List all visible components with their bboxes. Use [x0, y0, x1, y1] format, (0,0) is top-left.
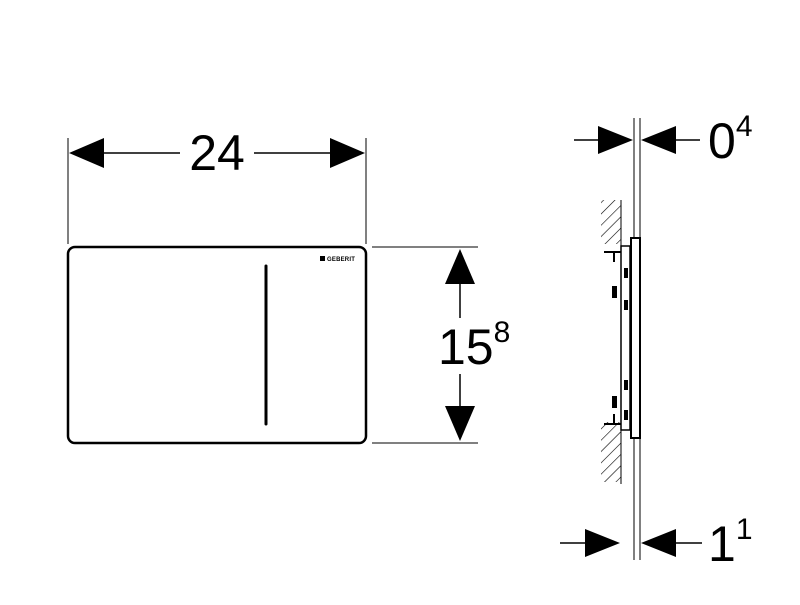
brand-logo: GEBERIT	[320, 256, 355, 263]
arrowhead-right	[330, 138, 365, 168]
arrowhead-bottom-left-pointing	[641, 529, 676, 557]
arrowhead-top-left-pointing	[641, 126, 676, 154]
clip-detail-top	[612, 286, 617, 298]
clip-detail-d	[624, 410, 628, 420]
bottom-thickness-label: 11	[708, 513, 753, 572]
brand-logo-icon	[320, 256, 325, 261]
clip-detail-mid	[612, 396, 617, 408]
wall-hatch-top	[601, 200, 621, 244]
clip-detail-b	[624, 300, 628, 310]
clip-detail-c	[624, 380, 628, 390]
side-view: 04 11	[560, 110, 753, 572]
arrowhead-down	[445, 406, 475, 441]
brand-logo-text: GEBERIT	[327, 257, 355, 263]
cover-plate-profile	[630, 237, 641, 439]
top-thickness-dimension: 04	[574, 110, 753, 169]
top-thickness-label: 04	[708, 110, 753, 169]
arrowhead-left	[69, 138, 104, 168]
bottom-thickness-dimension: 11	[560, 513, 753, 572]
wall-hatch-bottom	[601, 422, 621, 482]
width-dimension-label: 24	[189, 125, 245, 181]
clip-detail-a	[624, 268, 628, 278]
arrowhead-bottom-right-pointing	[585, 529, 620, 557]
flush-plate	[66, 245, 368, 445]
arrowhead-up	[445, 249, 475, 284]
height-dimension: 158	[438, 249, 510, 441]
arrowhead-top-right-pointing	[598, 126, 633, 154]
front-view: 24 GEBERIT 158	[66, 125, 510, 445]
height-dimension-label: 158	[438, 316, 510, 375]
width-dimension: 24	[69, 125, 365, 181]
